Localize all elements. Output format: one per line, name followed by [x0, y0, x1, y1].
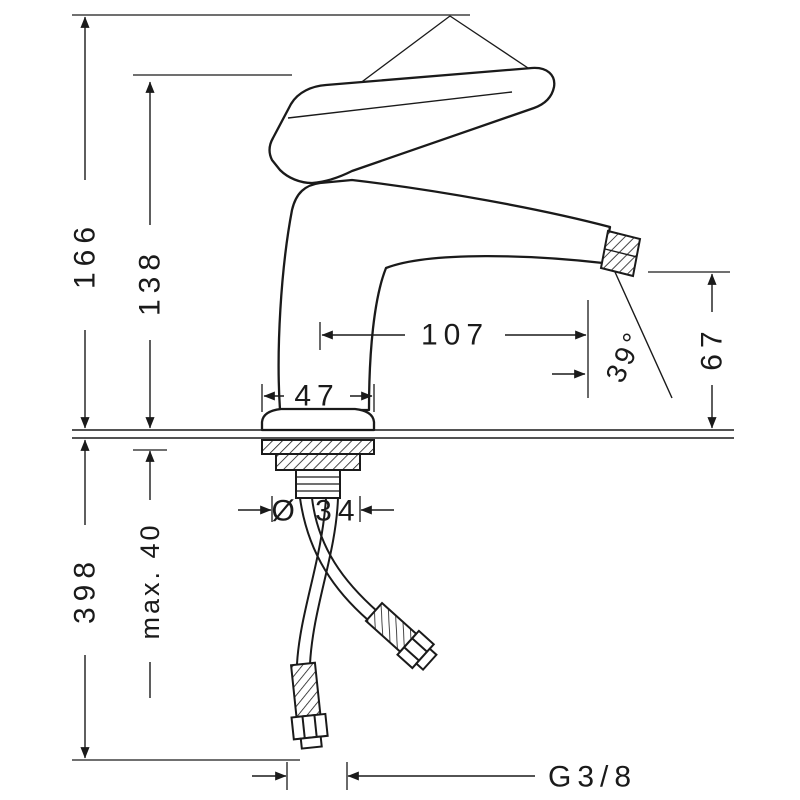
dim-handle-height-label: 138	[134, 248, 167, 316]
counter-line	[72, 429, 734, 439]
extension-lines	[72, 14, 730, 790]
supply-hoses	[289, 497, 438, 750]
hose-connector-lower	[289, 661, 329, 750]
faucet-base	[260, 407, 376, 432]
dim-thread-size-label: G3/8	[548, 761, 637, 794]
dim-outlet-height-label: 67	[696, 325, 729, 370]
dim-spout-reach-label: 107	[421, 319, 489, 352]
faucet-body	[260, 178, 612, 432]
dim-hole-diameter-label: Ø 34	[271, 495, 360, 528]
faucet-spout-aerator	[599, 229, 642, 278]
hose-connector-angled	[364, 601, 438, 672]
faucet-handle	[268, 66, 556, 185]
dim-max-thickness-label: max. 40	[135, 522, 165, 639]
dim-total-height-label: 166	[69, 221, 102, 289]
dimension-lines	[80, 16, 717, 781]
dim-base-width-label: 47	[294, 380, 339, 413]
dim-hose-length-label: 398	[69, 556, 102, 624]
mounting-nut	[261, 439, 375, 499]
